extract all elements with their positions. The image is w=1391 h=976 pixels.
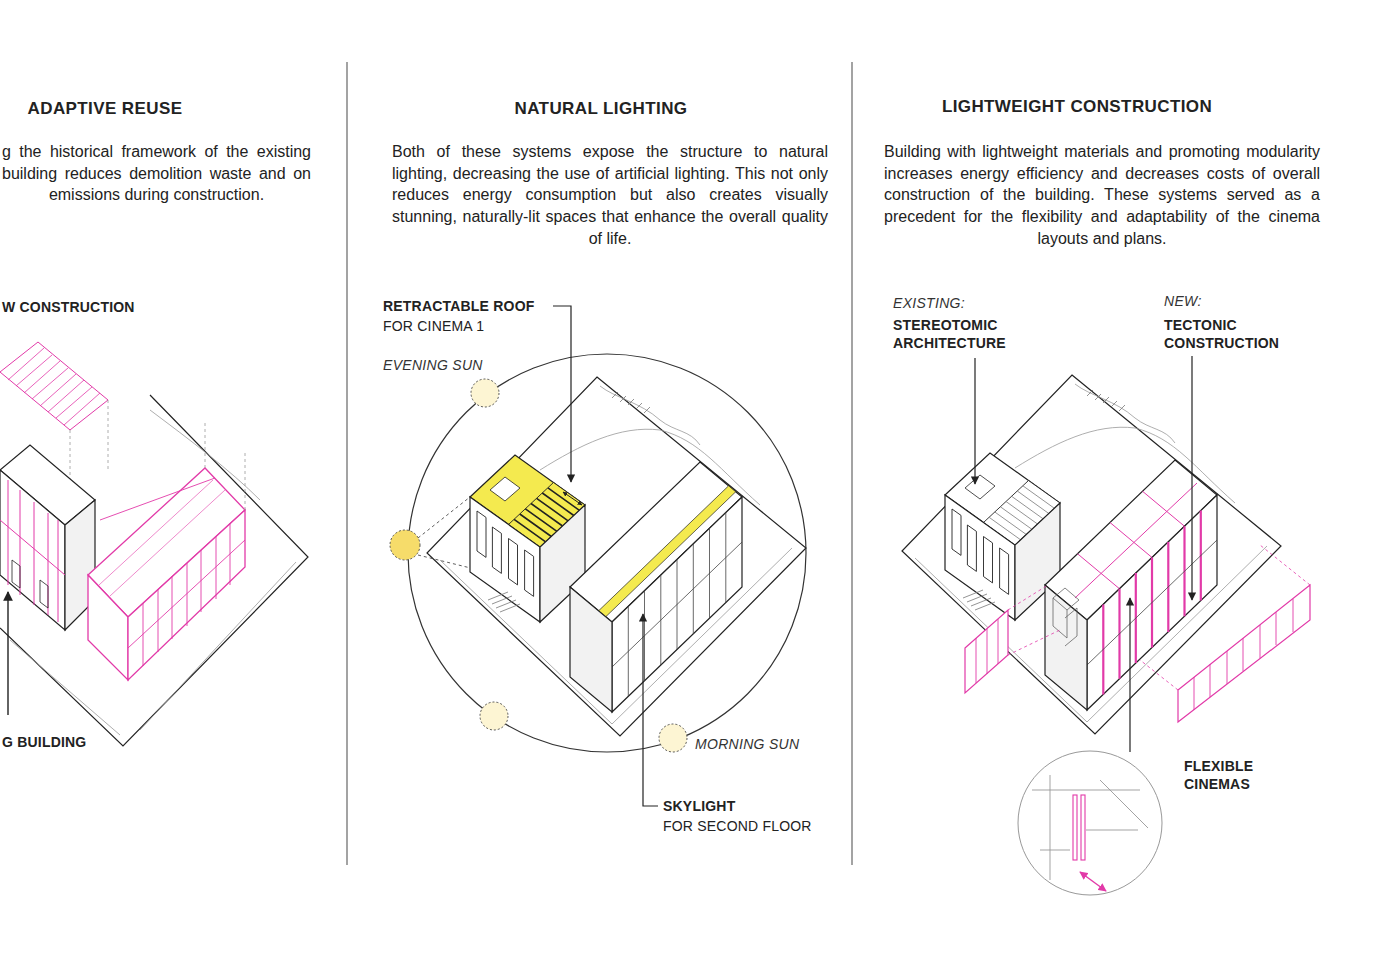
lightweight-construction-drawing-part [1194, 599, 1293, 710]
natural-lighting-drawing-part [427, 377, 806, 736]
natural-lighting-drawing-part [470, 497, 540, 622]
lightweight-construction-drawing-part-part [945, 495, 1015, 620]
lightweight-construction-drawing-part-part [1045, 585, 1087, 710]
category-label: EXISTING: [893, 294, 965, 312]
section-heading: NATURAL LIGHTING [500, 99, 702, 119]
lightweight-construction-drawing-part-part [952, 509, 1009, 594]
sun-label: MORNING SUN [695, 735, 799, 753]
lightweight-construction-drawing-part [1081, 795, 1085, 860]
natural-lighting-drawing-part [480, 702, 508, 730]
adaptive-reuse-drawing-part [8, 348, 100, 425]
column-divider [347, 62, 852, 865]
lightweight-construction-drawing-part [1073, 795, 1077, 860]
callout-label: G BUILDING [2, 733, 86, 751]
section-heading: ADAPTIVE REUSE [0, 99, 210, 119]
lightweight-construction-drawing-part [1129, 598, 1130, 752]
description-text: g the historical framework of the existi… [2, 141, 311, 206]
description-text: Building with lightweight materials and … [884, 141, 1320, 250]
natural-lighting-drawing-part [471, 379, 499, 407]
adaptive-reuse-drawing-part [205, 420, 245, 510]
adaptive-reuse-drawing-part [0, 395, 308, 746]
adaptive-reuse-drawing-part [128, 510, 245, 680]
callout-sublabel: FOR CINEMA 1 [383, 317, 484, 335]
natural-lighting-drawing-part [612, 392, 650, 413]
category-label: NEW: [1164, 292, 1202, 310]
callout-label: SKYLIGHT [663, 797, 735, 815]
natural-lighting-drawing-part [440, 386, 792, 724]
natural-lighting-drawing-part [477, 511, 534, 596]
natural-lighting-drawing-part [490, 477, 520, 501]
natural-lighting-drawing-part [408, 354, 806, 752]
adaptive-reuse-drawing-part [100, 478, 245, 666]
adaptive-reuse-drawing-part [70, 400, 108, 480]
lightweight-construction-drawing-part-part [963, 590, 995, 610]
natural-lighting-drawing [390, 306, 806, 806]
lightweight-construction-drawing-part [1018, 751, 1162, 895]
natural-lighting-drawing-part [612, 513, 742, 697]
callout-label: W CONSTRUCTION [2, 298, 135, 316]
natural-lighting-drawing-part [612, 497, 742, 712]
natural-lighting-drawing-part [643, 614, 658, 806]
natural-lighting-drawing-part [553, 306, 571, 482]
callout-label: TECTONIC CONSTRUCTION [1164, 316, 1299, 352]
natural-lighting-drawing-part [659, 724, 687, 752]
adaptive-reuse-drawing-part [12, 560, 48, 608]
lightweight-construction-drawing-part [976, 619, 998, 683]
lightweight-construction-drawing-part-part [1087, 390, 1125, 411]
natural-lighting-drawing-part [390, 530, 420, 560]
adaptive-reuse-drawing [0, 342, 308, 746]
natural-lighting-drawing-part [570, 587, 612, 712]
adaptive-reuse-drawing-part [0, 342, 108, 430]
description-text: Both of these systems expose the structu… [392, 141, 828, 250]
lightweight-construction-drawing-part [1178, 585, 1310, 722]
lightweight-construction-drawing-part [1191, 356, 1192, 600]
column-divider-part [851, 62, 852, 865]
adaptive-reuse-drawing-part [0, 470, 65, 630]
adaptive-reuse-drawing-part [0, 480, 65, 622]
callout-label: RETRACTABLE ROOF [383, 297, 535, 315]
lightweight-construction-drawing [902, 356, 1310, 895]
adaptive-reuse-drawing-part [88, 575, 128, 680]
lightweight-construction-drawing-part-part [1087, 540, 1217, 665]
lightweight-construction-drawing-part [1008, 545, 1310, 690]
lightweight-construction-drawing-part [974, 358, 975, 484]
natural-lighting-drawing-part [488, 592, 520, 612]
adaptive-reuse-drawing-part [7, 592, 8, 715]
callout-label: FLEXIBLE CINEMAS [1184, 757, 1274, 793]
lightweight-construction-drawing-part [965, 610, 1008, 693]
lightweight-construction-drawing-part [1080, 872, 1106, 891]
callout-sublabel: FOR SECOND FLOOR [663, 817, 812, 835]
lightweight-construction-drawing-part [1032, 775, 1148, 880]
lightweight-construction-drawing-part-part [1053, 588, 1079, 646]
natural-lighting-drawing-part [563, 492, 582, 505]
adaptive-reuse-drawing-part [99, 480, 225, 596]
section-heading: LIGHTWEIGHT CONSTRUCTION [917, 97, 1237, 117]
callout-label: STEREOTOMIC ARCHITECTURE [893, 316, 1028, 352]
sun-label: EVENING SUN [383, 356, 483, 374]
lightweight-construction-drawing-part-part [965, 475, 995, 499]
column-divider-part [346, 62, 347, 865]
